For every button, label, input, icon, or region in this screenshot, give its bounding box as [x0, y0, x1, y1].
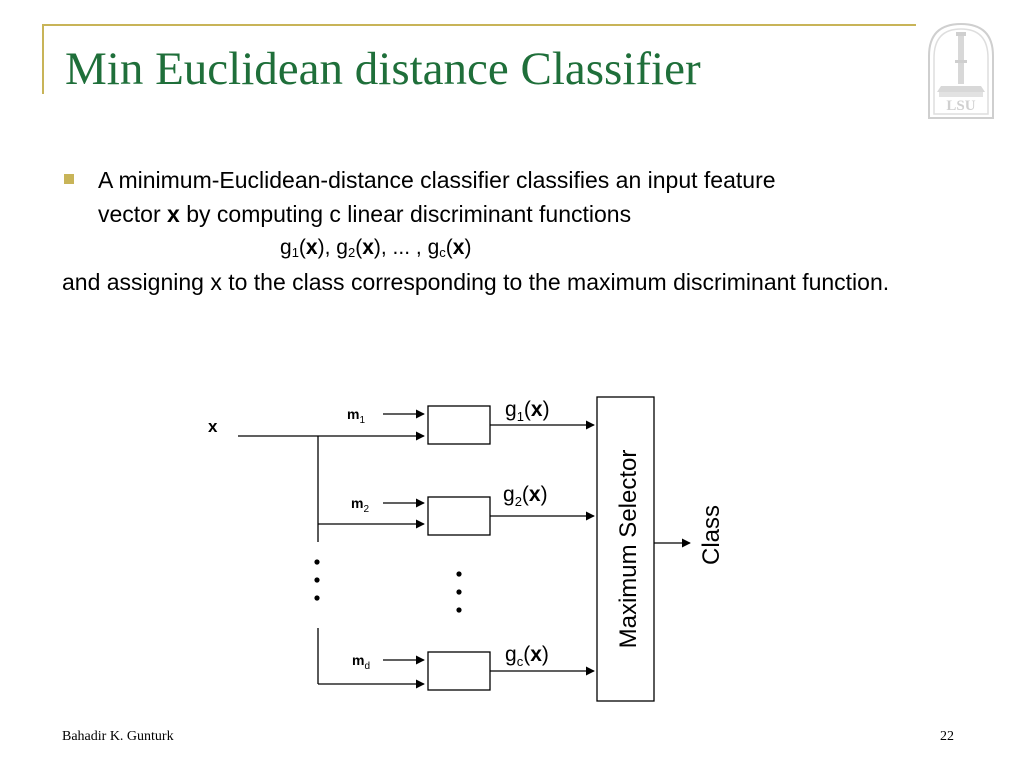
closing-paragraph: and assigning x to the class correspondi… — [62, 269, 890, 295]
bullet-item: A minimum-Euclidean-distance classifier … — [62, 163, 992, 231]
discriminant-box-c — [427, 651, 491, 691]
maximum-selector-label: Maximum Selector — [615, 450, 642, 649]
frame-left-rule — [42, 24, 44, 94]
lsu-logo: LSU — [928, 22, 994, 119]
bullet-line-1: A minimum-Euclidean-distance classifier … — [98, 167, 776, 193]
discriminant-box-1 — [427, 405, 491, 445]
mean-label-2: m2 — [351, 495, 369, 515]
vertical-dots-middle — [456, 571, 462, 577]
vertical-dots-left — [314, 559, 320, 565]
vertical-dots-middle — [456, 589, 462, 595]
discriminant-functions-formula: g1(x), g2(x), ... , gc(x) — [280, 236, 472, 260]
vertical-dots-left — [314, 595, 320, 601]
vertical-dots-left — [314, 577, 320, 583]
lsu-logo-text: LSU — [946, 98, 975, 114]
footer-page-number: 22 — [940, 729, 954, 744]
class-output-label: Class — [698, 505, 725, 565]
maximum-selector-box — [596, 396, 655, 702]
mean-label-d: md — [352, 652, 370, 672]
input-x-label: x — [208, 417, 218, 436]
discriminant-label-1: g1(x) — [505, 398, 550, 424]
footer-author: Bahadir K. Gunturk — [62, 729, 174, 744]
vertical-dots-middle — [456, 607, 462, 613]
bullet-square-icon — [64, 174, 74, 184]
mean-label-1: m1 — [347, 406, 365, 426]
slide-body: A minimum-Euclidean-distance classifier … — [62, 163, 992, 299]
frame-top-rule — [42, 24, 916, 26]
discriminant-label-c: gc(x) — [505, 643, 549, 669]
bullet-line-2: vector x by computing c linear discrimin… — [98, 201, 632, 227]
discriminant-box-2 — [427, 496, 491, 536]
discriminant-label-2: g2(x) — [503, 483, 548, 509]
slide-title: Min Euclidean distance Classifier — [65, 43, 701, 95]
